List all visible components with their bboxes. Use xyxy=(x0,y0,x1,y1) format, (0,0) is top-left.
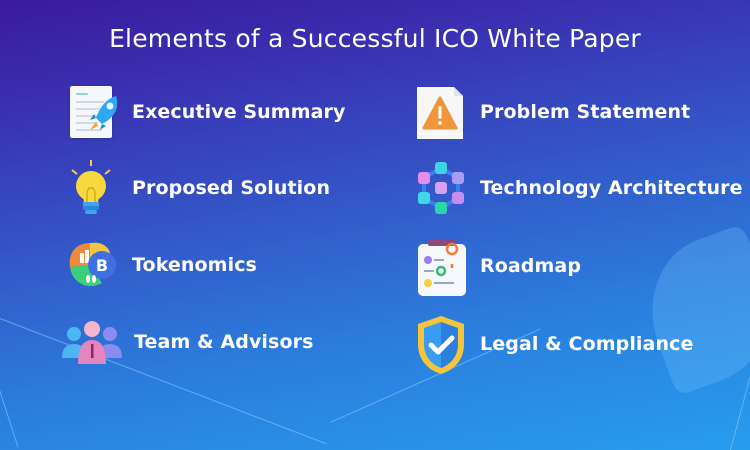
roadmap-board-icon xyxy=(414,236,470,296)
item-label: Technology Architecture xyxy=(480,177,743,199)
item-label: Tokenomics xyxy=(132,254,257,276)
item-tokenomics: B Tokenomics xyxy=(66,235,257,295)
team-people-icon xyxy=(62,312,124,372)
item-legal-compliance: Legal & Compliance xyxy=(414,314,693,374)
item-executive-summary: Executive Summary xyxy=(66,82,345,142)
item-label: Proposed Solution xyxy=(132,177,331,199)
item-label: Team & Advisors xyxy=(134,331,314,353)
svg-text:B: B xyxy=(96,256,108,275)
item-label: Roadmap xyxy=(480,255,582,277)
network-nodes-icon xyxy=(414,158,470,218)
item-label: Executive Summary xyxy=(132,101,346,123)
decorative-line xyxy=(0,390,19,448)
document-rocket-icon xyxy=(66,82,122,142)
page-title: Elements of a Successful ICO White Paper xyxy=(109,24,641,53)
item-problem-statement: Problem Statement xyxy=(414,82,690,142)
warning-document-icon xyxy=(414,82,470,142)
item-label: Problem Statement xyxy=(480,101,691,123)
shield-check-icon xyxy=(414,314,470,374)
item-roadmap: Roadmap xyxy=(414,236,581,296)
item-label: Legal & Compliance xyxy=(480,333,694,355)
item-team-advisors: Team & Advisors xyxy=(62,312,314,372)
token-coin-icon: B xyxy=(66,235,122,295)
lightbulb-icon xyxy=(66,158,122,218)
item-proposed-solution: Proposed Solution xyxy=(66,158,330,218)
item-technology-architecture: Technology Architecture xyxy=(414,158,743,218)
